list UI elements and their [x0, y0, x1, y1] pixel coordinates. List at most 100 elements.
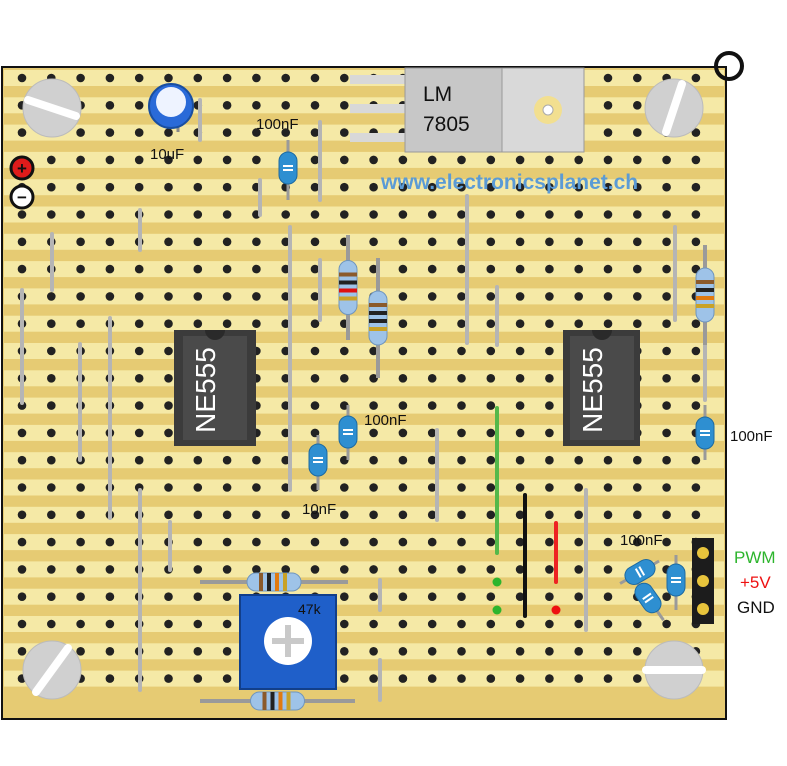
hole [398, 237, 408, 247]
hole [603, 455, 613, 465]
hole [76, 155, 85, 165]
hole [17, 565, 27, 574]
hole [47, 319, 56, 329]
hole [427, 155, 437, 165]
hole [515, 455, 525, 465]
hole [17, 73, 27, 83]
hole [457, 155, 466, 165]
hole [545, 674, 554, 683]
hole [340, 592, 349, 601]
hole [515, 483, 525, 492]
hole [574, 592, 583, 601]
capacitor-body [278, 151, 298, 185]
hole [340, 674, 349, 683]
hole [310, 237, 320, 247]
hole [398, 210, 408, 219]
hole [486, 210, 496, 219]
hole [369, 346, 378, 356]
hole [193, 674, 203, 683]
hole [662, 346, 671, 356]
hole [340, 101, 349, 110]
hole [17, 210, 27, 219]
capacitor-plate [634, 568, 642, 578]
resistor-band [283, 573, 287, 591]
hole [369, 428, 378, 438]
hole [340, 128, 349, 137]
ceramic-capacitor [338, 405, 358, 460]
svg-text:+: + [17, 159, 27, 178]
resistor-band [339, 272, 357, 277]
resistor [200, 691, 355, 711]
hole [457, 565, 466, 574]
resistor-band [369, 303, 387, 307]
hole [164, 346, 173, 356]
hole [105, 73, 115, 83]
hole [486, 510, 496, 520]
hole [515, 510, 525, 520]
resistor-band [270, 692, 275, 710]
hole [545, 292, 554, 301]
resistor-band [369, 319, 387, 323]
resistor [695, 245, 715, 345]
cap-10nf-label: 10nF [302, 501, 336, 518]
hole [457, 292, 466, 301]
power-plus-icon: + [9, 155, 35, 181]
hole [545, 210, 554, 219]
hole [76, 182, 85, 192]
hole [193, 619, 203, 629]
hole [691, 483, 701, 492]
hole [457, 592, 466, 601]
resistors [200, 235, 715, 711]
hole [398, 346, 408, 356]
hole [105, 292, 115, 301]
hole [574, 182, 583, 192]
hole [515, 210, 525, 219]
hole [515, 346, 525, 356]
hole [515, 292, 525, 301]
capacitor-body [634, 582, 662, 614]
hole [369, 592, 378, 601]
hole [134, 101, 144, 110]
hole [457, 455, 466, 465]
hole [633, 237, 642, 247]
hole [457, 537, 466, 547]
hole [134, 319, 144, 329]
hole [603, 510, 613, 520]
hole [369, 374, 378, 383]
hole [252, 455, 261, 465]
hole [457, 674, 466, 683]
hole [515, 182, 525, 192]
pin-label-pwm: PWM [734, 548, 776, 567]
hole [105, 674, 115, 683]
hole [545, 346, 554, 356]
hole [398, 428, 408, 438]
resistor [200, 572, 348, 592]
hole [691, 455, 701, 465]
ceramic-capacitor [308, 435, 328, 490]
hole [105, 101, 115, 110]
hole [398, 647, 408, 656]
hole [633, 674, 642, 683]
hole [398, 319, 408, 329]
hole [164, 455, 173, 465]
hole [193, 155, 203, 165]
hole [76, 565, 85, 574]
hole [427, 237, 437, 247]
hole [398, 674, 408, 683]
hole [633, 101, 642, 110]
hole [398, 182, 408, 192]
hole [193, 182, 203, 192]
hole [164, 237, 173, 247]
hole [691, 401, 701, 410]
hole [193, 455, 203, 465]
hole [603, 483, 613, 492]
hole [222, 565, 232, 574]
hole [427, 619, 437, 629]
hole [310, 510, 320, 520]
hole [310, 264, 320, 274]
hole [427, 455, 437, 465]
hole [340, 565, 349, 574]
hole [105, 155, 115, 165]
resistor-band [696, 288, 714, 292]
